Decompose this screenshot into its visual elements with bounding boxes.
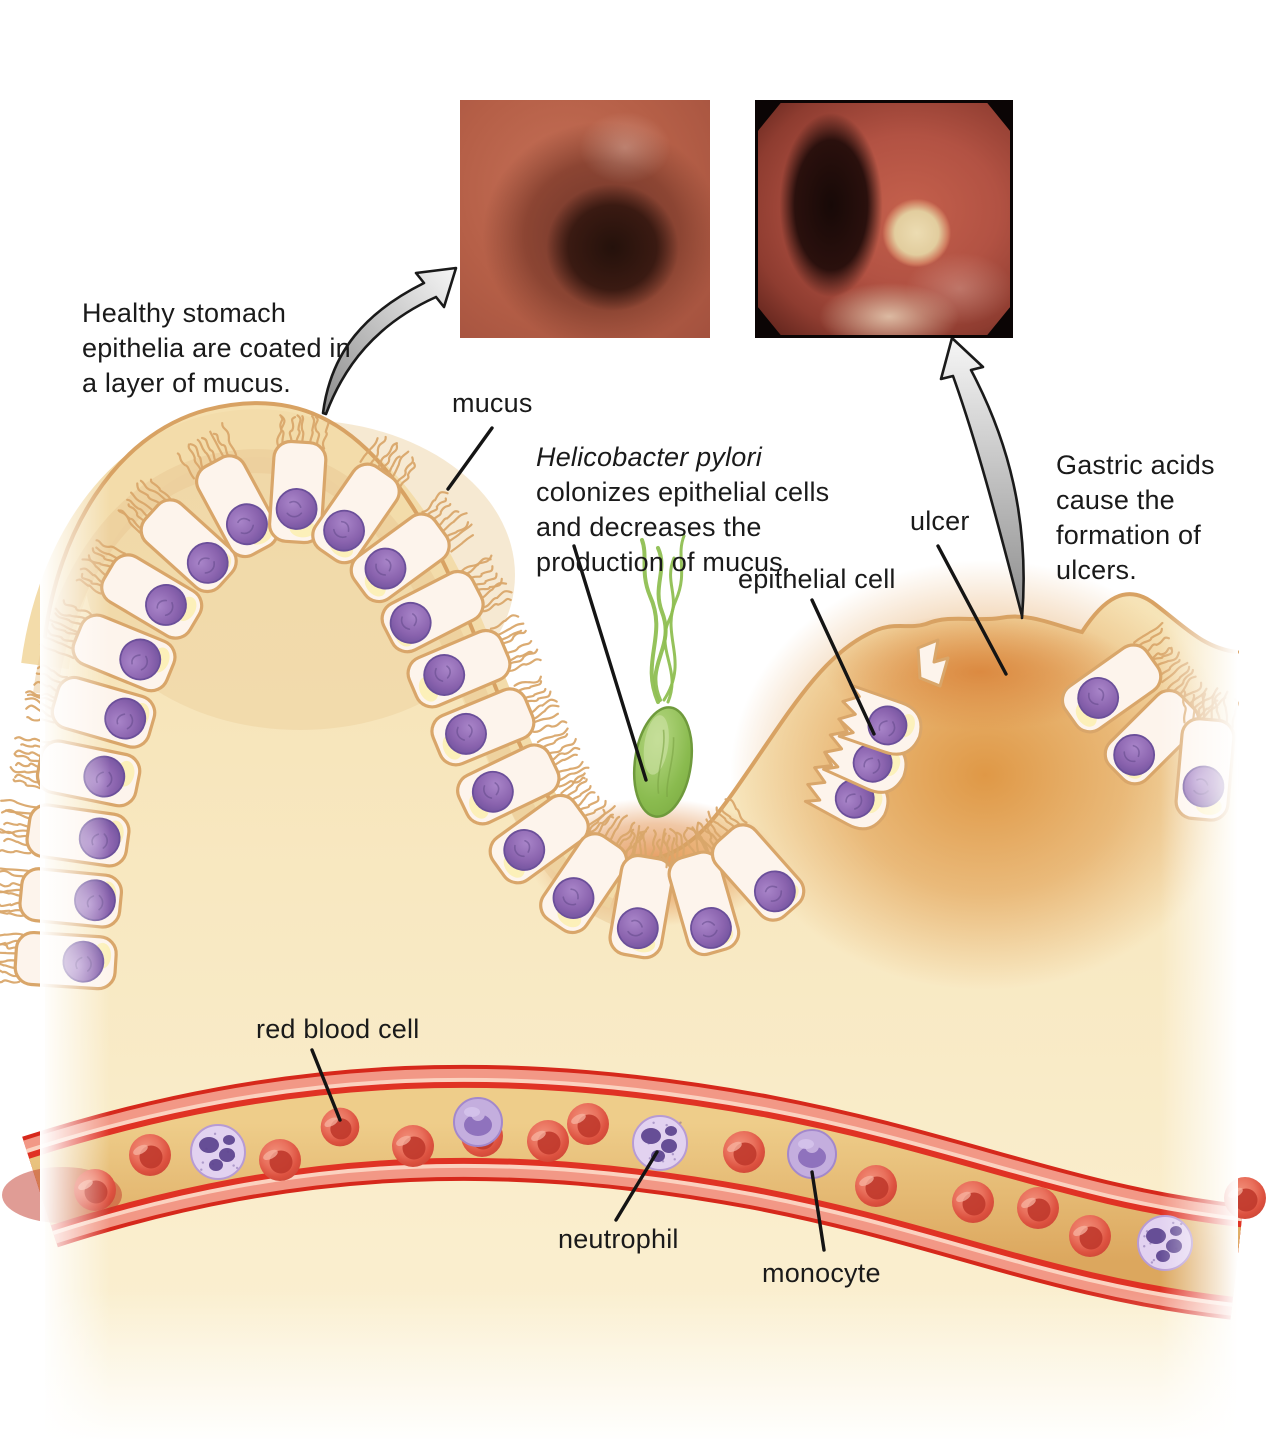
blood-vessel-layer (29, 1087, 1241, 1297)
epithelial-cell (686, 798, 806, 922)
monocyte-label: monocyte (762, 1258, 881, 1288)
hpylori-flagellum (663, 556, 676, 704)
epithelial-cell (176, 421, 280, 559)
epithelial-cell (349, 491, 475, 604)
epithelial-cell-leader-line (810, 598, 876, 736)
red-blood-cell (129, 1134, 171, 1176)
red-blood-cell (723, 1131, 765, 1173)
monocyte-leader-line (810, 1170, 826, 1252)
hpylori-bacterium (632, 706, 694, 818)
red-blood-cell-leader-line (310, 1048, 342, 1122)
red-blood-cell (952, 1181, 994, 1223)
hpylori-flagellum (653, 546, 668, 702)
endoscopy-healthy-photo (460, 100, 710, 338)
ulcer-leader-line (936, 544, 1008, 676)
hpylori-leader-line (572, 544, 648, 782)
epithelial-cell (117, 478, 238, 594)
arrow-to-healthy-photo (321, 266, 458, 416)
neutrophil-label: neutrophil (558, 1224, 679, 1254)
mucus-label: mucus (452, 388, 533, 418)
ulcer-label: ulcer (910, 506, 970, 536)
arrow-to-ulcer-photo (939, 336, 1025, 620)
hpylori-species-name: Helicobacter pylori (536, 442, 762, 472)
red-blood-cell (392, 1125, 434, 1167)
hpylori-flagellum (640, 538, 660, 704)
hpylori-note-rest: colonizes epithelial cells and decreases… (536, 477, 830, 578)
endoscopy-ulcer-view (758, 103, 1010, 335)
epithelial-cell (430, 675, 568, 767)
gastric-note-label: Gastric acids cause the formation of ulc… (1056, 450, 1215, 586)
epithelial-cell (267, 414, 330, 545)
neutrophil-cell (632, 1115, 688, 1171)
epithelial-cell (608, 824, 676, 960)
epithelial-cell (406, 614, 542, 709)
epithelial-cell (488, 772, 616, 885)
red-blood-cell (259, 1139, 301, 1181)
mucus-leader-line (446, 426, 494, 491)
red-blood-cell (1069, 1215, 1111, 1257)
red-blood-cell (855, 1165, 897, 1207)
epithelial-cell (380, 554, 513, 654)
hpylori-note-label: Helicobacter pylori colonizes epithelial… (536, 440, 881, 580)
endoscopy-ulcer-photo (755, 100, 1013, 338)
monocyte-cell (787, 1129, 837, 1179)
healthy-note-label: Healthy stomach epithelia are coated in … (82, 298, 351, 399)
epithelial-cell (655, 821, 741, 957)
red-blood-cell (320, 1107, 360, 1147)
monocyte-cell (453, 1097, 503, 1147)
epithelial-cell (311, 435, 416, 565)
epithelial-cell (539, 808, 648, 935)
neutrophil-cell (190, 1124, 246, 1180)
red-blood-cell (1017, 1187, 1059, 1229)
red-blood-cell-label: red blood cell (256, 1014, 420, 1044)
epithelial-cell-label: epithelial cell (738, 564, 896, 594)
neutrophil-leader-line (614, 1150, 659, 1222)
red-blood-cell (567, 1103, 609, 1145)
red-blood-cell (527, 1120, 569, 1162)
